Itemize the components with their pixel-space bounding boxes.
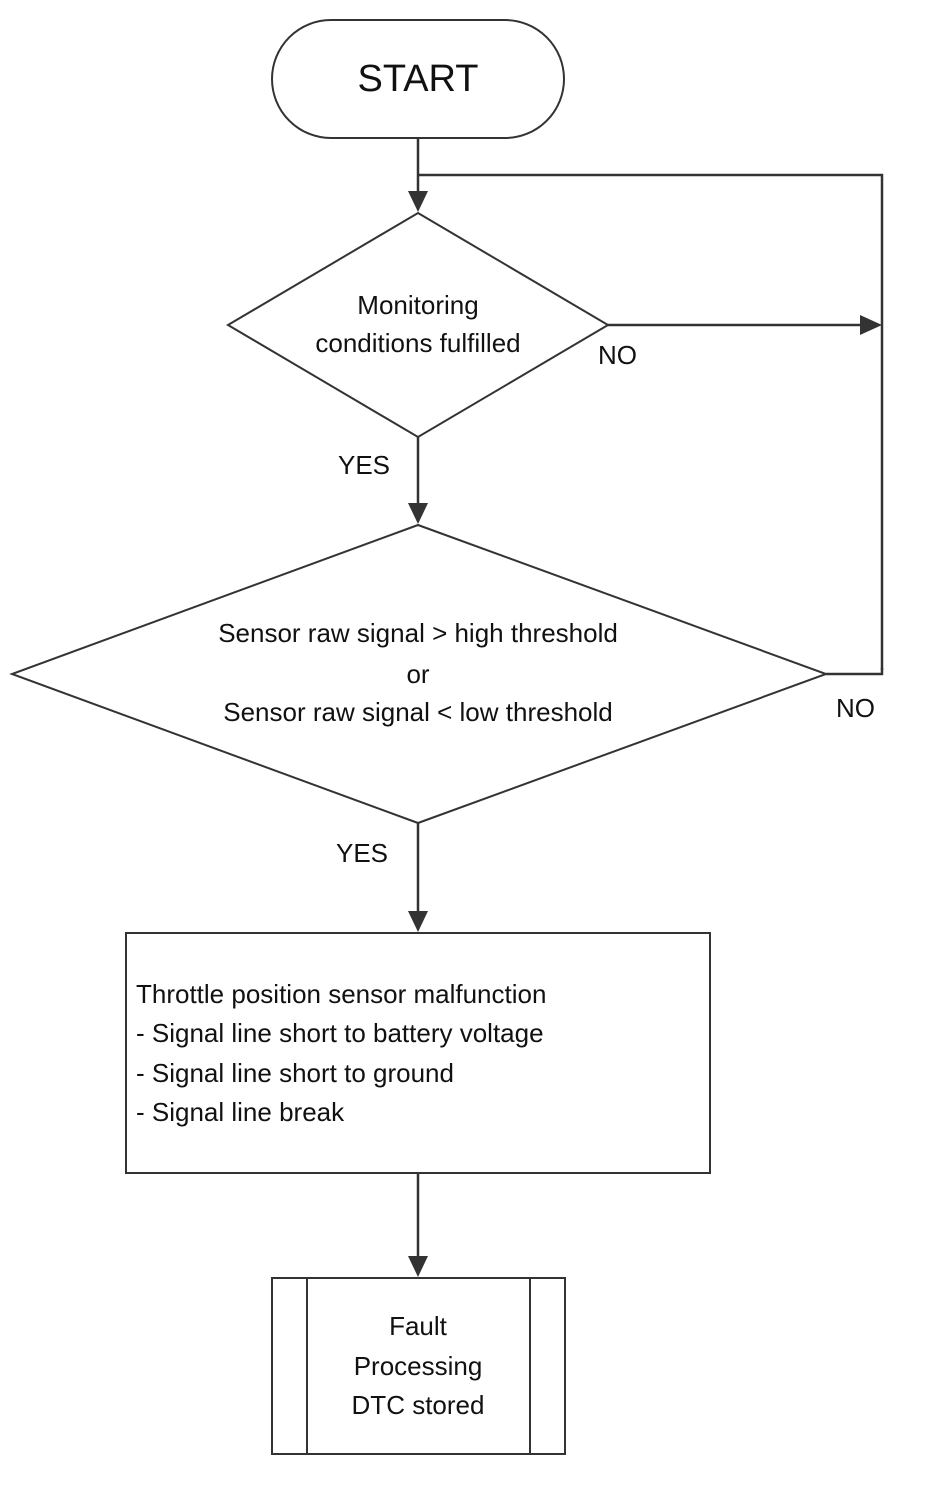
edge-decision2-yes: YES [336, 823, 428, 932]
decision2-line-2: or [406, 659, 429, 689]
start-label: START [357, 58, 478, 100]
subprocess-line-1: Fault [389, 1311, 448, 1341]
process-line-4: - Signal line break [136, 1097, 345, 1127]
start-node: START [271, 19, 565, 139]
decision1-no-label: NO [598, 340, 637, 370]
edge-process-to-subprocess [408, 1173, 428, 1277]
decision1-yes-label: YES [338, 450, 390, 480]
process-line-1: Throttle position sensor malfunction [136, 979, 546, 1009]
subprocess-line-3: DTC stored [352, 1390, 485, 1420]
decision-sensor-threshold: Sensor raw signal > high threshold or Se… [9, 523, 829, 825]
process-line-3: - Signal line short to ground [136, 1058, 454, 1088]
edge-decision1-yes: YES [338, 437, 428, 524]
decision2-line-3: Sensor raw signal < low threshold [223, 697, 612, 727]
decision2-no-label: NO [836, 693, 875, 723]
decision1-line-1: Monitoring [357, 290, 478, 320]
subprocess-line-2: Processing [354, 1351, 483, 1381]
decision1-line-2: conditions fulfilled [315, 328, 520, 358]
process-sensor-malfunction: Throttle position sensor malfunction - S… [125, 932, 711, 1174]
edge-start-to-decision1 [408, 138, 428, 212]
edge-loop-back-to-decision1 [418, 173, 884, 670]
decision2-line-1: Sensor raw signal > high threshold [218, 618, 618, 648]
edge-decision2-no: NO [826, 668, 884, 723]
edge-decision1-no: NO [598, 315, 882, 370]
process-line-2: - Signal line short to battery voltage [136, 1018, 544, 1048]
decision2-yes-label: YES [336, 838, 388, 868]
decision-monitoring-conditions: Monitoring conditions fulfilled [226, 211, 610, 439]
subprocess-fault-processing: Fault Processing DTC stored [271, 1277, 566, 1455]
